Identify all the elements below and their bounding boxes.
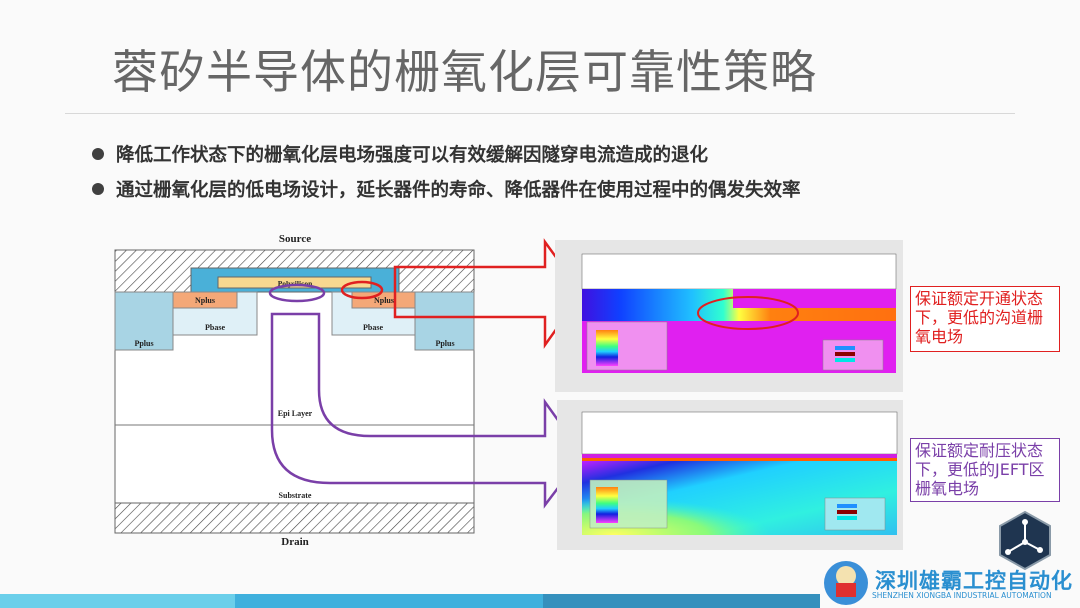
source-label: Source (279, 233, 311, 245)
epi-layer-label: Epi Layer (278, 409, 313, 418)
slide-title: 蓉矽半导体的栅氧化层可靠性策略 (112, 45, 817, 99)
drain-label: Drain (281, 536, 309, 548)
field-peak-ellipse (697, 296, 799, 330)
pbase-label: Pbase (205, 323, 225, 332)
substrate-label: Substrate (279, 491, 312, 500)
pplus-right (414, 291, 475, 351)
purple-arrow (270, 312, 585, 509)
simulation-blocking-state (557, 400, 903, 550)
footer-bar-segment (235, 594, 543, 608)
footer-bar-segment (543, 594, 820, 608)
nplus-label: Nplus (195, 296, 215, 305)
footer-bar-segment (0, 594, 235, 608)
bullet-text: 通过栅氧化层的低电场设计，延长器件的寿命、降低器件在使用过程中的偶发失效率 (116, 180, 801, 201)
polysilicon-label: Polysilicon (278, 279, 313, 288)
bullet-item: 降低工作状态下的栅氧化层电场强度可以有效缓解因隧穿电流造成的退化 (92, 141, 708, 167)
title-divider (65, 113, 1015, 114)
brand-name-en: SHENZHEN XIONGBA INDUSTRIAL AUTOMATION (872, 591, 1052, 600)
pplus-left (114, 291, 174, 351)
pbase-label: Pbase (363, 323, 383, 332)
bear-mascot-logo (824, 561, 868, 605)
simulation-on-state (555, 240, 903, 392)
drain-metal (114, 502, 475, 534)
jfet-highlight-ellipse (268, 283, 326, 303)
bullet-item: 通过栅氧化层的低电场设计，延长器件的寿命、降低器件在使用过程中的偶发失效率 (92, 176, 801, 202)
pplus-label: Pplus (134, 339, 153, 348)
bullet-text: 降低工作状态下的栅氧化层电场强度可以有效缓解因隧穿电流造成的退化 (116, 145, 709, 166)
bullet-dot-icon (92, 148, 104, 160)
pplus-label: Pplus (435, 339, 454, 348)
on-state-callout: 保证额定开通状态下，更低的沟道栅氧电场 (910, 286, 1060, 352)
brand-name-cn: 深圳雄霸工控自动化 (875, 569, 1073, 593)
blocking-state-callout: 保证额定耐压状态下，更低的JEFT区栅氧电场 (910, 438, 1060, 502)
hexagon-molecule-icon (999, 510, 1051, 571)
channel-highlight-ellipse (340, 280, 384, 300)
nplus-label: Nplus (374, 296, 394, 305)
bullet-dot-icon (92, 183, 104, 195)
